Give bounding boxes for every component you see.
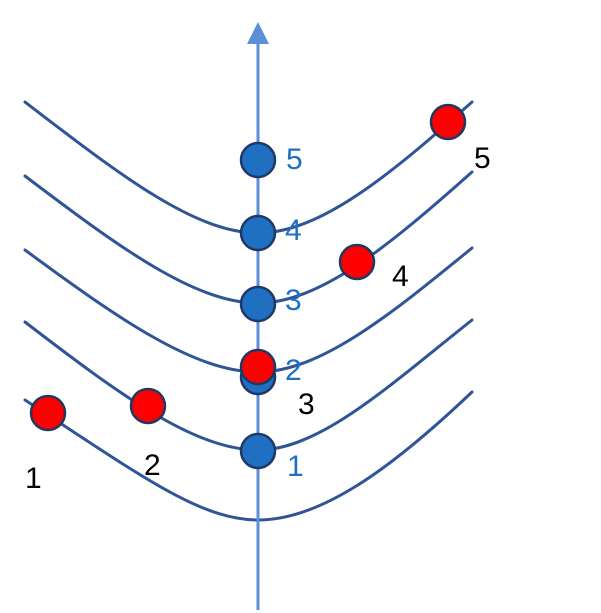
red-point-5 bbox=[429, 103, 467, 141]
red-label-4: 4 bbox=[392, 260, 409, 293]
blue-label-5: 5 bbox=[286, 143, 303, 176]
blue-point-4 bbox=[239, 214, 277, 252]
blue-label-2: 2 bbox=[285, 354, 302, 387]
red-label-5: 5 bbox=[474, 142, 491, 175]
red-point-3 bbox=[239, 348, 277, 386]
blue-label-4: 4 bbox=[285, 214, 302, 247]
red-label-3: 3 bbox=[298, 388, 315, 421]
red-point-1 bbox=[29, 394, 67, 432]
blue-point-1 bbox=[239, 432, 277, 470]
blue-label-3: 3 bbox=[285, 284, 302, 317]
red-label-1: 1 bbox=[25, 462, 42, 495]
red-point-2 bbox=[129, 387, 167, 425]
red-label-2: 2 bbox=[144, 449, 161, 482]
red-point-4 bbox=[338, 243, 376, 281]
blue-point-3 bbox=[239, 285, 277, 323]
blue-point-5 bbox=[239, 141, 277, 179]
blue-label-1: 1 bbox=[287, 450, 304, 483]
axis-arrowhead bbox=[247, 22, 269, 44]
